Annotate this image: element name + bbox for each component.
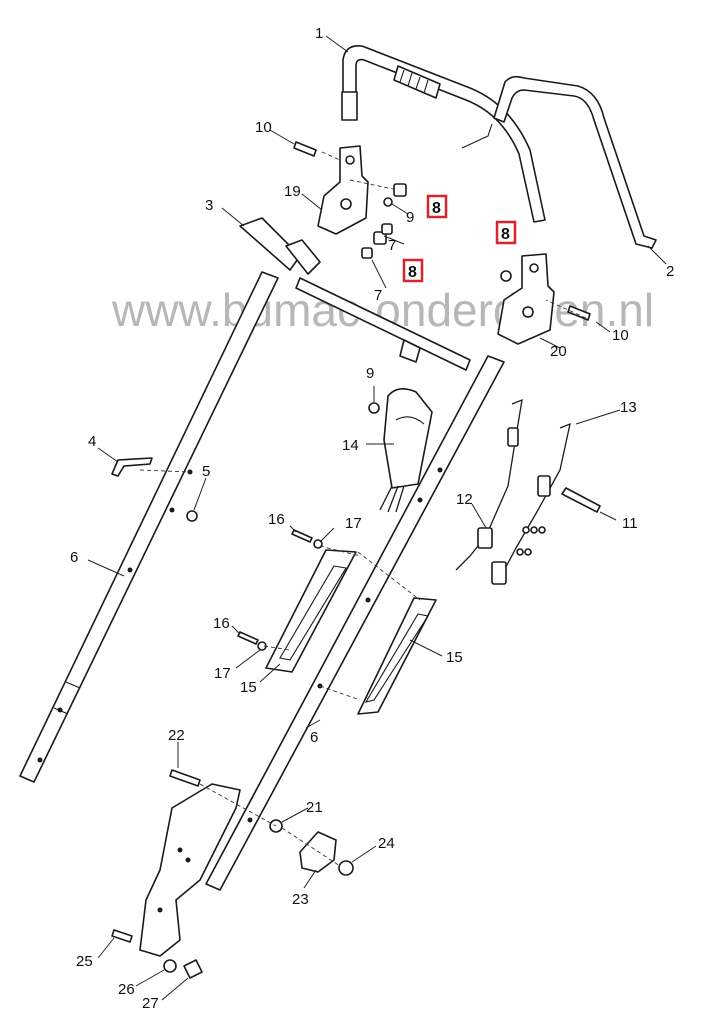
label-part-12: 12	[456, 491, 473, 508]
highlight-box-8c	[402, 258, 424, 283]
nut-part-24	[338, 860, 354, 876]
right-tube-cover	[357, 597, 437, 715]
label-part-13: 13	[620, 399, 637, 416]
label-part-16-upper: 16	[268, 511, 285, 528]
nut-part-5	[186, 510, 198, 522]
label-part-23: 23	[292, 891, 309, 908]
label-part-24: 24	[378, 835, 395, 852]
bail-bar	[493, 75, 657, 249]
right-handle-bracket	[497, 253, 555, 345]
nut-part-9-lower	[368, 402, 380, 414]
label-part-2: 2	[666, 263, 674, 280]
highlight-box-8b	[495, 220, 517, 245]
label-part-20: 20	[550, 343, 567, 360]
label-part-8-b: 8	[501, 226, 510, 243]
leader-lines	[87, 35, 667, 1001]
label-part-27: 27	[142, 995, 159, 1012]
label-part-14: 14	[342, 437, 359, 454]
label-part-6-right: 6	[310, 729, 318, 746]
left-tube-cover	[265, 549, 357, 673]
cover-screws	[237, 529, 323, 651]
label-part-26: 26	[118, 981, 135, 998]
label-part-7-lower: 7	[374, 287, 382, 304]
control-lever-unit	[379, 388, 433, 513]
label-part-19: 19	[284, 183, 301, 200]
label-part-5: 5	[202, 463, 210, 480]
label-part-21: 21	[306, 799, 323, 816]
label-part-25: 25	[76, 953, 93, 970]
lower-handle-frame	[239, 217, 471, 371]
label-part-15-left: 15	[240, 679, 257, 696]
left-handle-tube	[19, 271, 279, 783]
label-part-9-lower: 9	[366, 365, 374, 382]
label-part-17-lower: 17	[214, 665, 231, 682]
label-part-22: 22	[168, 727, 185, 744]
assembly-lines	[139, 151, 587, 867]
right-handle-tube	[205, 355, 505, 891]
control-cables	[455, 398, 571, 585]
label-part-6-left: 6	[70, 549, 78, 566]
part-labels: 1 2 3 4 5 6 6 7 7 8 8 8 9 9 10 10 11 12 …	[70, 25, 674, 1012]
label-part-10-left: 10	[255, 119, 272, 136]
label-part-4: 4	[88, 433, 96, 450]
label-part-7-upper: 7	[388, 237, 396, 254]
label-part-16-lower: 16	[213, 615, 230, 632]
label-part-3: 3	[205, 197, 213, 214]
highlight-box-8a	[426, 194, 448, 219]
bolt-part-25	[111, 929, 133, 943]
label-part-15-right: 15	[446, 649, 463, 666]
clip-part	[111, 457, 153, 477]
bolt-part-11	[561, 487, 601, 513]
bolt-part-22	[169, 769, 201, 787]
washer-part-26	[163, 959, 177, 973]
label-part-9-upper: 9	[406, 209, 414, 226]
label-part-1: 1	[315, 25, 323, 42]
upper-handle-bar	[341, 44, 546, 223]
label-part-8-c: 8	[408, 264, 417, 281]
label-part-11: 11	[622, 515, 638, 532]
upper-fasteners	[293, 141, 591, 321]
lower-bracket-plate	[139, 783, 241, 957]
left-handle-bracket	[317, 145, 369, 235]
cap-part-27	[183, 959, 203, 979]
label-part-8-a: 8	[432, 200, 441, 217]
label-part-10-right: 10	[612, 327, 629, 344]
label-part-17-upper: 17	[345, 515, 362, 532]
